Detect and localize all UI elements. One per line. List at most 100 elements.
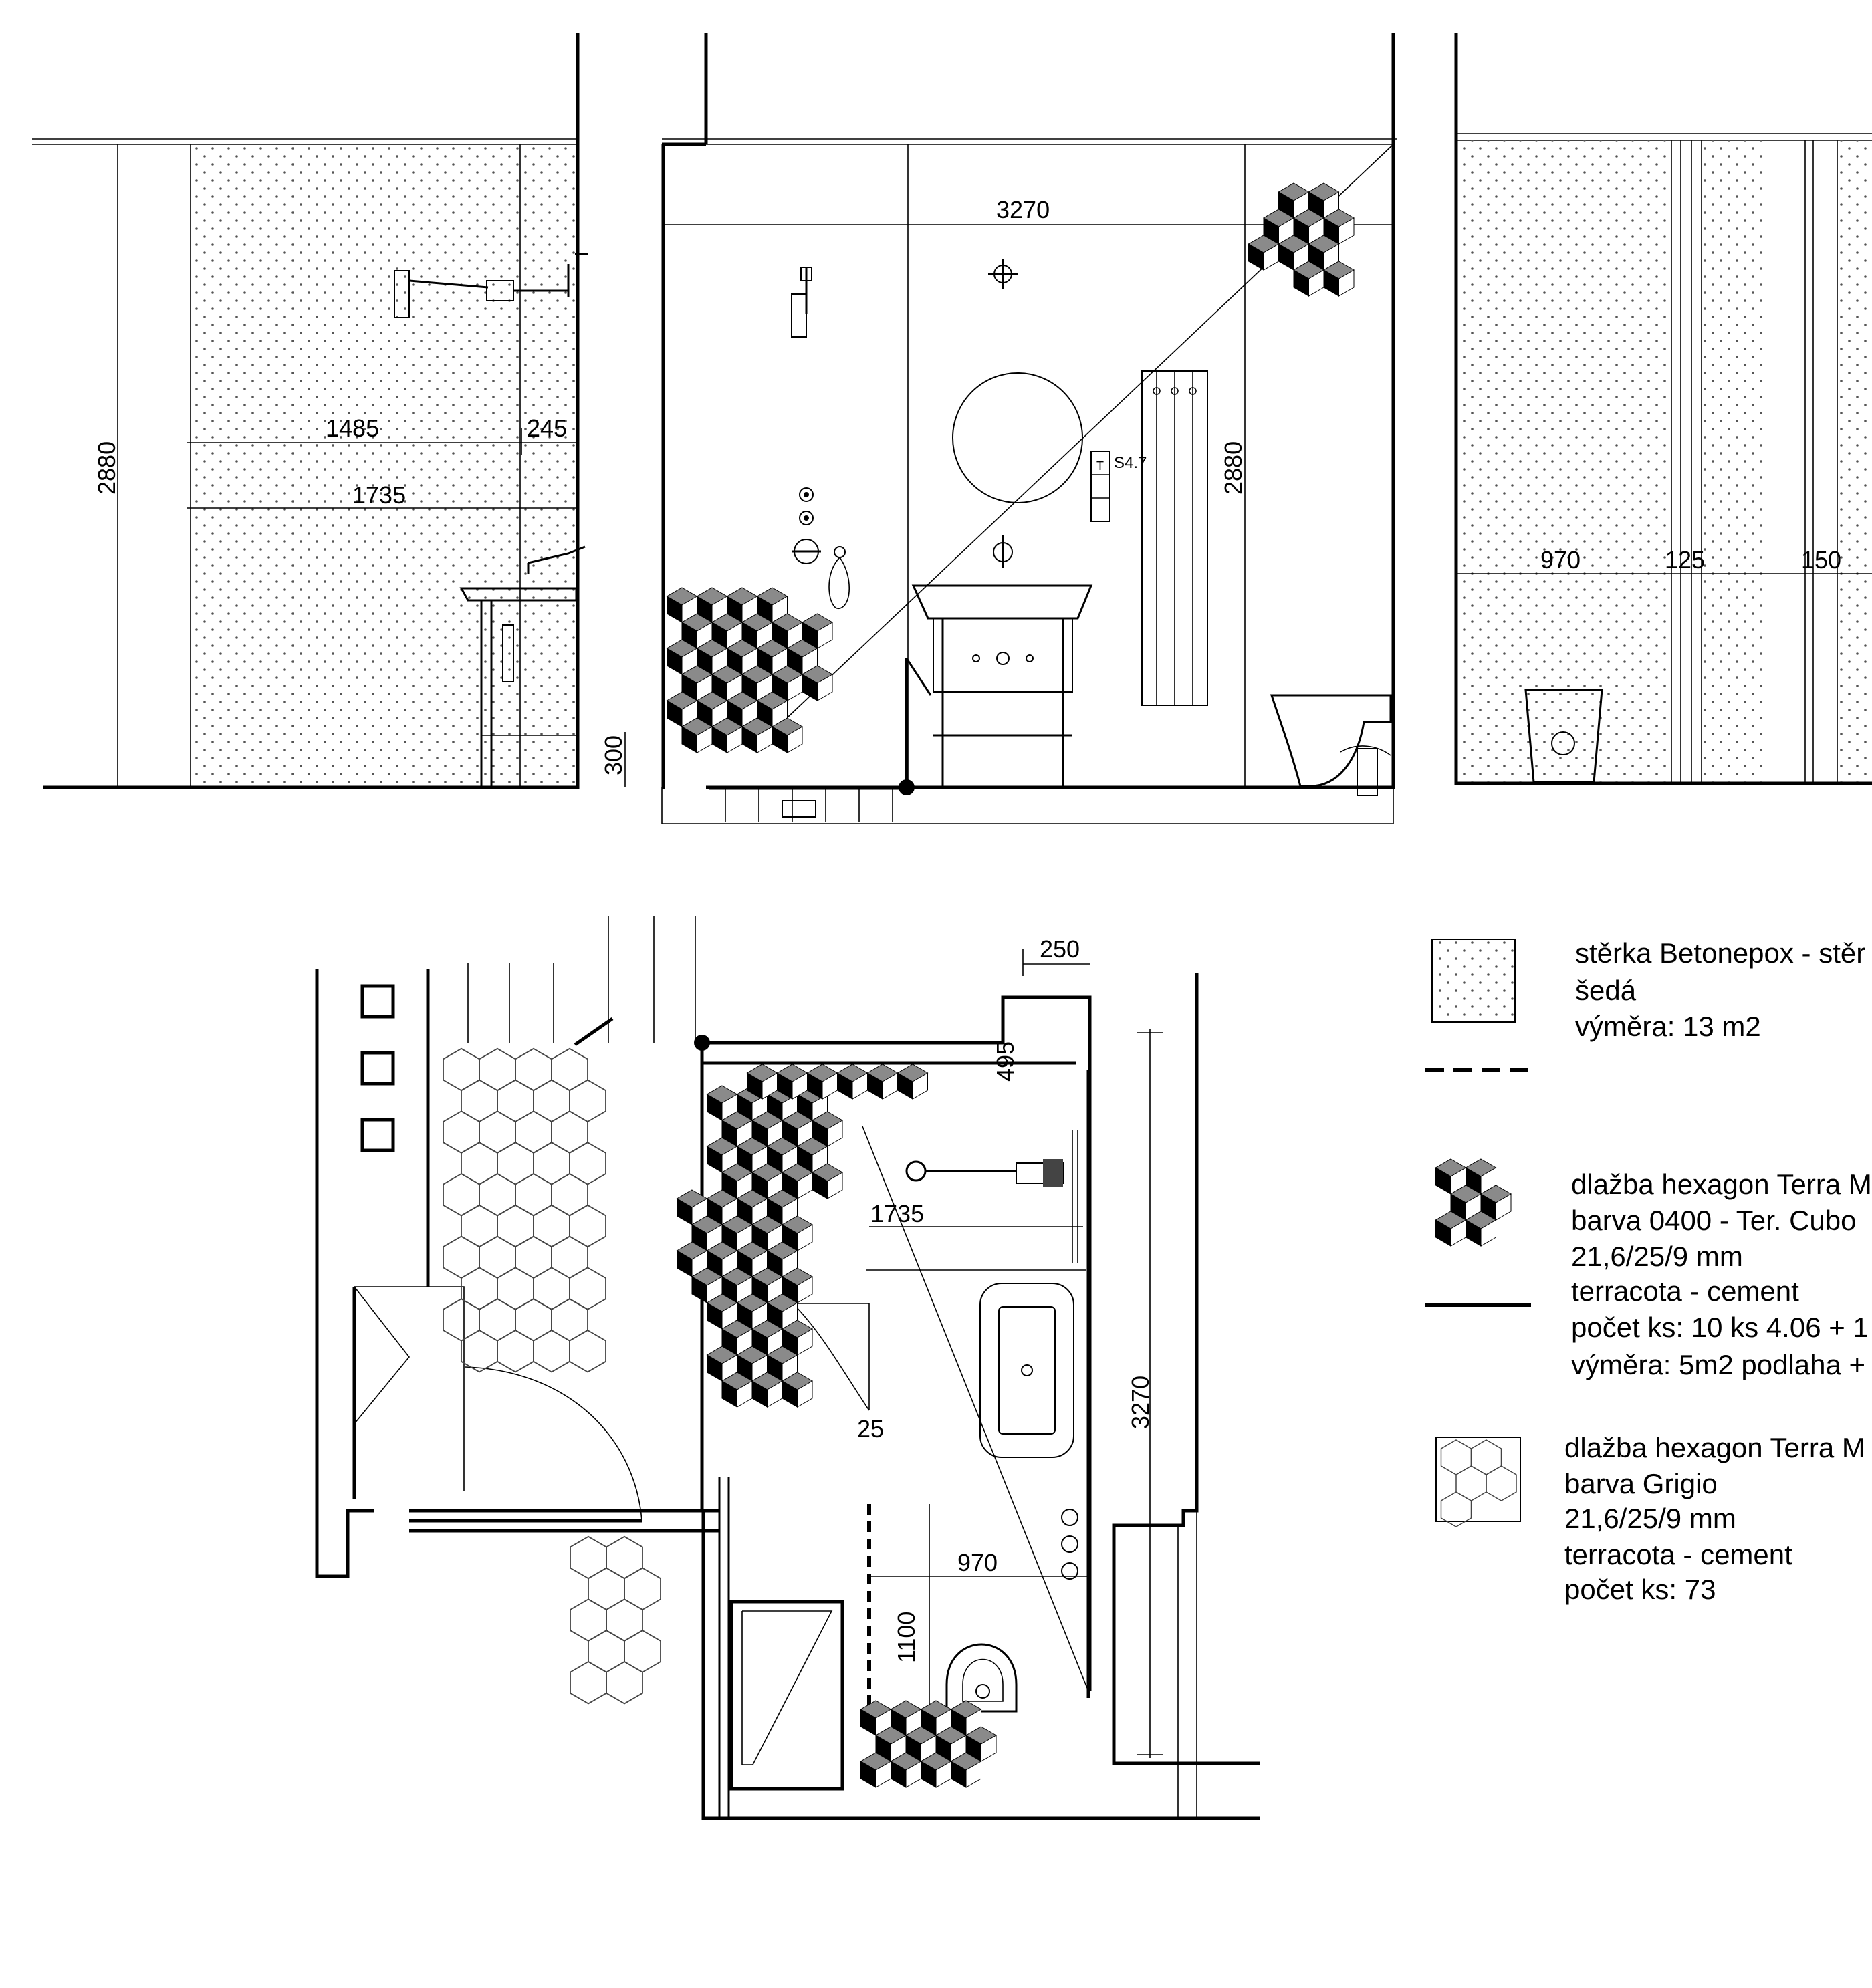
grigio-tile (497, 1079, 534, 1122)
shower-valves-icon (792, 487, 850, 609)
socket-group-icon: T S4.7 (1090, 451, 1147, 522)
grigio-tile (1455, 1465, 1487, 1501)
cubo-tile-cluster (667, 587, 833, 753)
legend3-line1: dlažba hexagon Terra M (1564, 1432, 1865, 1463)
legend1-line1: stěrka Betonepox - stěr (1575, 937, 1865, 969)
dim-970-right: 970 (1540, 546, 1581, 574)
legend3-line3: 21,6/25/9 mm (1564, 1503, 1736, 1534)
legend-swatch-betonepox (1431, 939, 1516, 1023)
grigio-tile (551, 1047, 588, 1092)
grigio-tile (497, 1267, 534, 1310)
dim-25: 25 (857, 1415, 884, 1443)
washbasin-side-icon (459, 587, 578, 787)
grigio-tile (551, 1235, 588, 1279)
grigio-tile (533, 1079, 570, 1122)
legend2-line4: terracota - cement (1571, 1275, 1799, 1307)
legend2-line5: počet ks: 10 ks 4.06 + 1 (1571, 1312, 1869, 1343)
grigio-tile (533, 1330, 570, 1373)
grigio-tile (569, 1330, 606, 1373)
grigio-tile (461, 1142, 498, 1185)
towel-radiator-icon (1141, 370, 1208, 706)
grigio-tile (533, 1204, 570, 1248)
dim-1735-left: 1735 (352, 481, 406, 509)
washbasin-front-icon (911, 584, 1093, 787)
window-icon (360, 984, 395, 1019)
elevation-right: 970 125 150 (1454, 33, 1872, 785)
legend3-line5: počet ks: 73 (1564, 1574, 1716, 1605)
grigio-tile (443, 1110, 480, 1154)
dim-1485: 1485 (326, 414, 379, 442)
grigio-tile (443, 1298, 480, 1342)
shower-tray-icon (729, 1600, 844, 1791)
elevation-middle: T S4.7 3270 2880 (661, 33, 1397, 824)
grigio-tile (515, 1173, 552, 1217)
dim-1735-plan: 1735 (870, 1200, 924, 1227)
grigio-tile (551, 1298, 588, 1342)
dim-300: 300 (600, 735, 627, 775)
grigio-tile (588, 1630, 625, 1673)
grigio-tile (515, 1047, 552, 1092)
dim-250: 250 (1040, 935, 1080, 963)
grigio-tile (606, 1535, 643, 1580)
faucet-icon (527, 545, 586, 574)
grigio-tile (479, 1235, 516, 1279)
wall-lamp-icon (394, 253, 588, 318)
grigio-tile (624, 1567, 661, 1610)
legend2-line3: 21,6/25/9 mm (1571, 1241, 1743, 1272)
grigio-tile (1470, 1439, 1502, 1475)
grigio-tile (497, 1330, 534, 1373)
cubo-tile-cluster (677, 1064, 997, 1788)
round-mirror-icon (952, 372, 1083, 503)
tap-knobs-icon (1061, 1509, 1078, 1580)
legend-swatch-grigio (1435, 1437, 1521, 1527)
grigio-tile (479, 1110, 516, 1154)
grigio-tile (533, 1267, 570, 1310)
grigio-tile (497, 1204, 534, 1248)
basin-tap-icon (993, 535, 1013, 568)
window-icon (360, 1051, 395, 1086)
grigio-tile (606, 1661, 643, 1705)
grigio-tile (443, 1047, 480, 1092)
dim-3270-plan: 3270 (1127, 1376, 1154, 1429)
betonepox-surface (1457, 140, 1671, 782)
cubo-tile (867, 1064, 898, 1100)
grigio-tile (1486, 1465, 1517, 1501)
toilet-side-icon (1270, 694, 1392, 796)
grigio-tile (570, 1535, 607, 1580)
socket-label: S4.7 (1114, 454, 1147, 472)
dim-2880-left: 2880 (93, 441, 120, 495)
dim-970-plan: 970 (957, 1549, 998, 1576)
light-point-icon (988, 259, 1018, 289)
svg-text:T: T (1096, 459, 1104, 473)
grigio-tile (497, 1142, 534, 1185)
grigio-tile (570, 1598, 607, 1642)
legend2-line6: výměra: 5m2 podlaha + (1571, 1349, 1865, 1380)
legend3-line2: barva Grigio (1564, 1468, 1718, 1499)
grigio-tile (461, 1267, 498, 1310)
dim-125: 125 (1665, 546, 1705, 574)
grigio-tile (479, 1298, 516, 1342)
shower-mixer-plan-icon (905, 1130, 1078, 1263)
cubo-tile (897, 1064, 928, 1100)
cubo-tile (837, 1064, 868, 1100)
grigio-tile (479, 1047, 516, 1092)
grigio-tile-field (443, 1047, 661, 1705)
dim-3270-mid: 3270 (996, 196, 1050, 223)
grigio-tile (570, 1661, 607, 1705)
grigio-tile (515, 1110, 552, 1154)
grigio-tile (588, 1567, 625, 1610)
grigio-tile (479, 1173, 516, 1217)
betonepox-surface (191, 144, 576, 786)
legend-swatch-cubo (1435, 1158, 1512, 1247)
toilet-plan-icon (945, 1643, 1018, 1713)
toilet-front-icon (1524, 689, 1603, 783)
window-icon (360, 1118, 395, 1152)
legend: stěrka Betonepox - stěr šedá výměra: 13 … (1425, 937, 1872, 1605)
legend2-line2: barva 0400 - Ter. Cubo (1571, 1205, 1857, 1236)
grigio-tile (569, 1267, 606, 1310)
grigio-tile (461, 1079, 498, 1122)
floor-plan: 250 495 1735 3270 25 970 1100 (315, 916, 1260, 1820)
dim-2880-mid: 2880 (1219, 441, 1247, 495)
dim-245: 245 (527, 414, 567, 442)
